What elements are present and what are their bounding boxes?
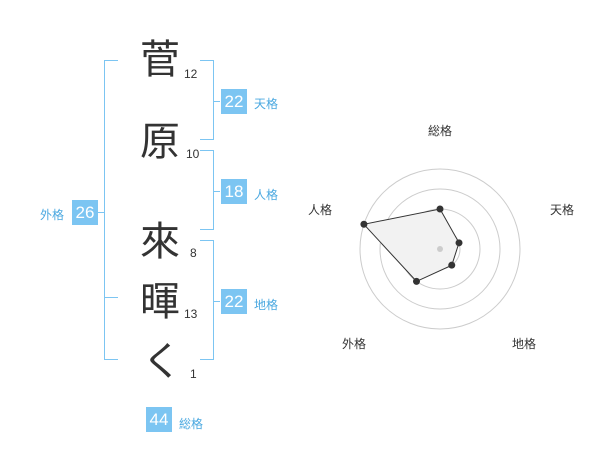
radar-grid-ring [379,188,501,310]
stroke-count-4: 13 [184,307,198,321]
chikaku-tick [214,301,220,302]
radar-point [360,220,368,228]
soukaku-label: 総格 [179,417,204,431]
tenkaku-value-badge: 22 [221,89,247,114]
tenkaku-tick [214,101,220,102]
jinkaku-value-badge: 18 [221,179,247,204]
gaikaku-value-badge: 26 [72,200,98,225]
chikaku-value-badge: 22 [221,289,247,314]
soukaku-value-badge: 44 [146,407,172,432]
radar-grid-ring [359,168,521,330]
name-char-2: 原 [140,119,180,165]
jinkaku-tick [214,191,220,192]
radar-axis-label-chikaku: 地格 [512,337,537,351]
stroke-count-2: 10 [186,147,200,161]
name-char-3: 來 [140,219,180,265]
gaikaku-label: 外格 [40,208,65,222]
name-char-4: 暉 [140,279,180,325]
chikaku-bracket [200,240,214,360]
gaikaku-bracket [104,60,118,360]
radar-axis-label-tenkaku: 天格 [550,203,575,217]
radar-point [412,277,420,285]
radar-center-dot [437,246,443,252]
radar-point [436,205,444,213]
name-char-1: 菅 [140,37,180,83]
radar-point [448,261,456,269]
tenkaku-label: 天格 [254,97,279,111]
radar-point [455,239,463,247]
name-char-5: く [142,339,182,385]
radar-axis-label-gaikaku: 外格 [342,337,367,351]
jinkaku-label: 人格 [254,188,279,202]
gaikaku-inner-tick [104,297,118,298]
stroke-count-5: 1 [190,367,197,381]
radar-axis-label-jinkaku: 人格 [308,203,333,217]
radar-polygon [362,208,460,283]
chikaku-label: 地格 [254,298,279,312]
jinkaku-bracket [200,150,214,230]
tenkaku-bracket [200,60,214,140]
stroke-count-1: 12 [184,67,198,81]
gaikaku-tick [98,212,104,213]
radar-axis-label-soukaku: 総格 [428,124,453,138]
stroke-count-3: 8 [190,246,197,260]
